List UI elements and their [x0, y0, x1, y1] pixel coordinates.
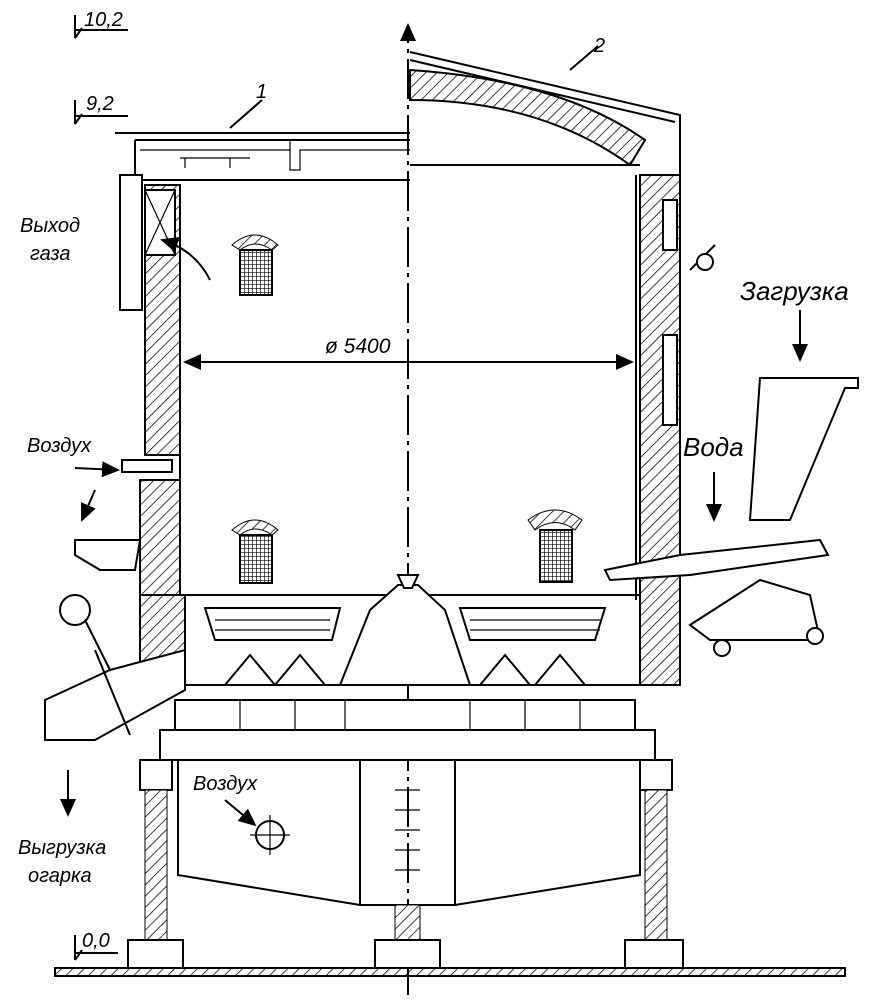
upper-air-inlet: Воздух	[27, 435, 173, 571]
inspection-window	[231, 519, 279, 584]
svg-text:2: 2	[593, 35, 605, 57]
svg-text:газа: газа	[30, 243, 71, 265]
svg-text:ø 5400: ø 5400	[325, 335, 391, 358]
svg-text:Воздух: Воздух	[193, 773, 258, 795]
svg-text:0,0: 0,0	[82, 930, 110, 952]
level-mark-9-2: 9,2	[74, 93, 128, 125]
svg-text:Воздух: Воздух	[27, 435, 92, 457]
gas-outlet: Выход газа	[20, 215, 211, 281]
svg-text:10,2: 10,2	[84, 9, 123, 31]
flat-roof: 1	[115, 81, 410, 181]
level-mark-10-2: 10,2	[74, 9, 128, 39]
fluidized-bed-grate	[180, 574, 680, 686]
svg-text:Выход: Выход	[20, 215, 80, 237]
svg-text:огарка: огарка	[28, 865, 92, 887]
arched-dome: 2	[409, 35, 681, 175]
svg-text:1: 1	[256, 81, 267, 103]
lower-air-inlet: Воздух	[193, 773, 290, 855]
cinder-unloading-chute: Выгрузка огарка	[18, 594, 186, 887]
left-wall	[119, 174, 186, 686]
svg-text:Загрузка: Загрузка	[740, 276, 849, 306]
inspection-window	[231, 234, 279, 296]
svg-text:Выгрузка: Выгрузка	[18, 837, 106, 859]
right-wall	[635, 174, 681, 686]
loading-feeder: Загрузка Вода	[603, 244, 859, 657]
svg-text:9,2: 9,2	[86, 93, 114, 115]
support-legs	[127, 759, 684, 969]
level-mark-0-0: 0,0	[74, 930, 118, 961]
inspection-window	[527, 509, 583, 583]
ground-line	[54, 967, 846, 977]
svg-text:Вода: Вода	[683, 432, 744, 462]
diameter-dimension: ø 5400	[183, 335, 634, 370]
